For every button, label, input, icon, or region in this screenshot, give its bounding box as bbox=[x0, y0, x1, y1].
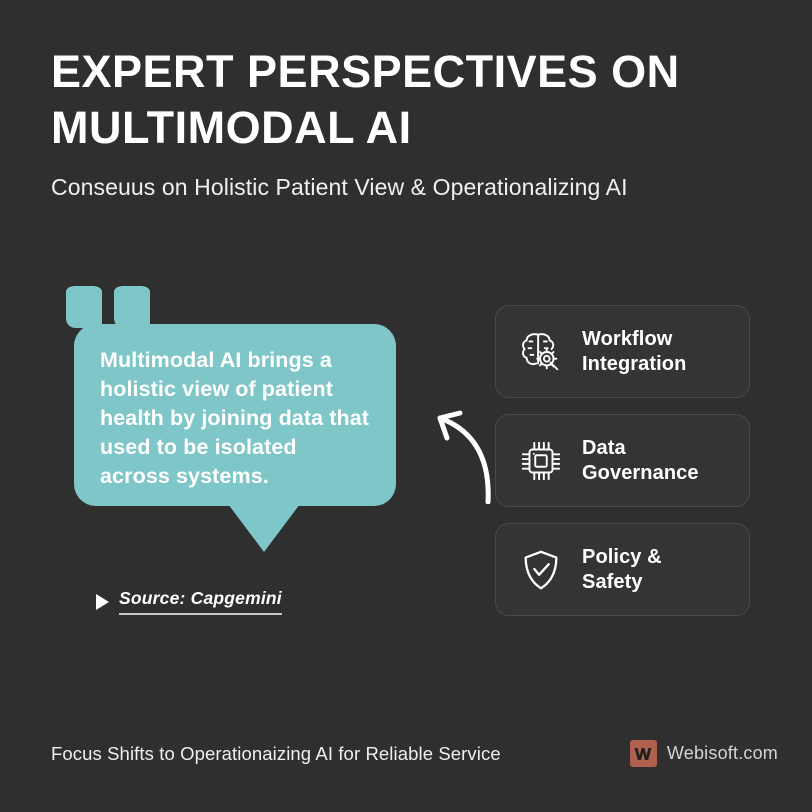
header: EXPERT PERSPECTIVES ON MULTIMODAL AI Con… bbox=[51, 44, 751, 202]
webisoft-w-logo-icon bbox=[629, 740, 657, 767]
footer-note: Focus Shifts to Operationaizing AI for R… bbox=[51, 743, 501, 764]
quote-bubble-tail bbox=[228, 504, 300, 552]
shield-check-icon bbox=[524, 550, 558, 589]
cpu-chip-icon bbox=[521, 441, 561, 480]
topic-card-label-line-1: Workflow bbox=[582, 327, 673, 350]
page-subtitle: Conseuus on Holistic Patient View & Oper… bbox=[51, 174, 628, 200]
topic-card-list: Workflow Integration Data Governance bbox=[495, 305, 750, 616]
topic-card-workflow-integration[interactable]: Workflow Integration bbox=[495, 305, 750, 398]
topic-card-label-line-1: Policy & bbox=[582, 545, 662, 568]
quote-block: Multimodal AI brings a holistic view of … bbox=[62, 286, 407, 576]
brain-gear-icon bbox=[522, 332, 559, 370]
page-title-line-1: EXPERT PERSPECTIVES ON bbox=[51, 46, 680, 97]
curved-arrow-up-left-icon bbox=[437, 410, 491, 504]
page-title-line-2: MULTIMODAL AI bbox=[51, 102, 412, 153]
topic-card-data-governance[interactable]: Data Governance bbox=[495, 414, 750, 507]
brand-name: Webisoft.com bbox=[666, 743, 778, 763]
quote-text: Multimodal AI brings a holistic view of … bbox=[100, 348, 370, 488]
brand-logo[interactable]: Webisoft.com bbox=[629, 740, 778, 767]
topic-card-label-line-1: Data bbox=[582, 436, 626, 459]
topic-card-label: Data Governance bbox=[582, 436, 699, 486]
source-label: Source: Capgemini bbox=[119, 588, 282, 615]
topic-card-label: Policy & Safety bbox=[582, 545, 662, 595]
topic-card-label-line-2: Integration bbox=[582, 352, 687, 375]
topic-card-label-line-2: Safety bbox=[582, 570, 643, 593]
topic-card-label-line-2: Governance bbox=[582, 461, 699, 484]
play-triangle-icon bbox=[96, 593, 109, 610]
topic-card-label: Workflow Integration bbox=[582, 327, 686, 377]
quote-bubble: Multimodal AI brings a holistic view of … bbox=[74, 324, 396, 506]
topic-card-policy-safety[interactable]: Policy & Safety bbox=[495, 523, 750, 616]
source-attribution[interactable]: Source: Capgemini bbox=[96, 588, 282, 615]
